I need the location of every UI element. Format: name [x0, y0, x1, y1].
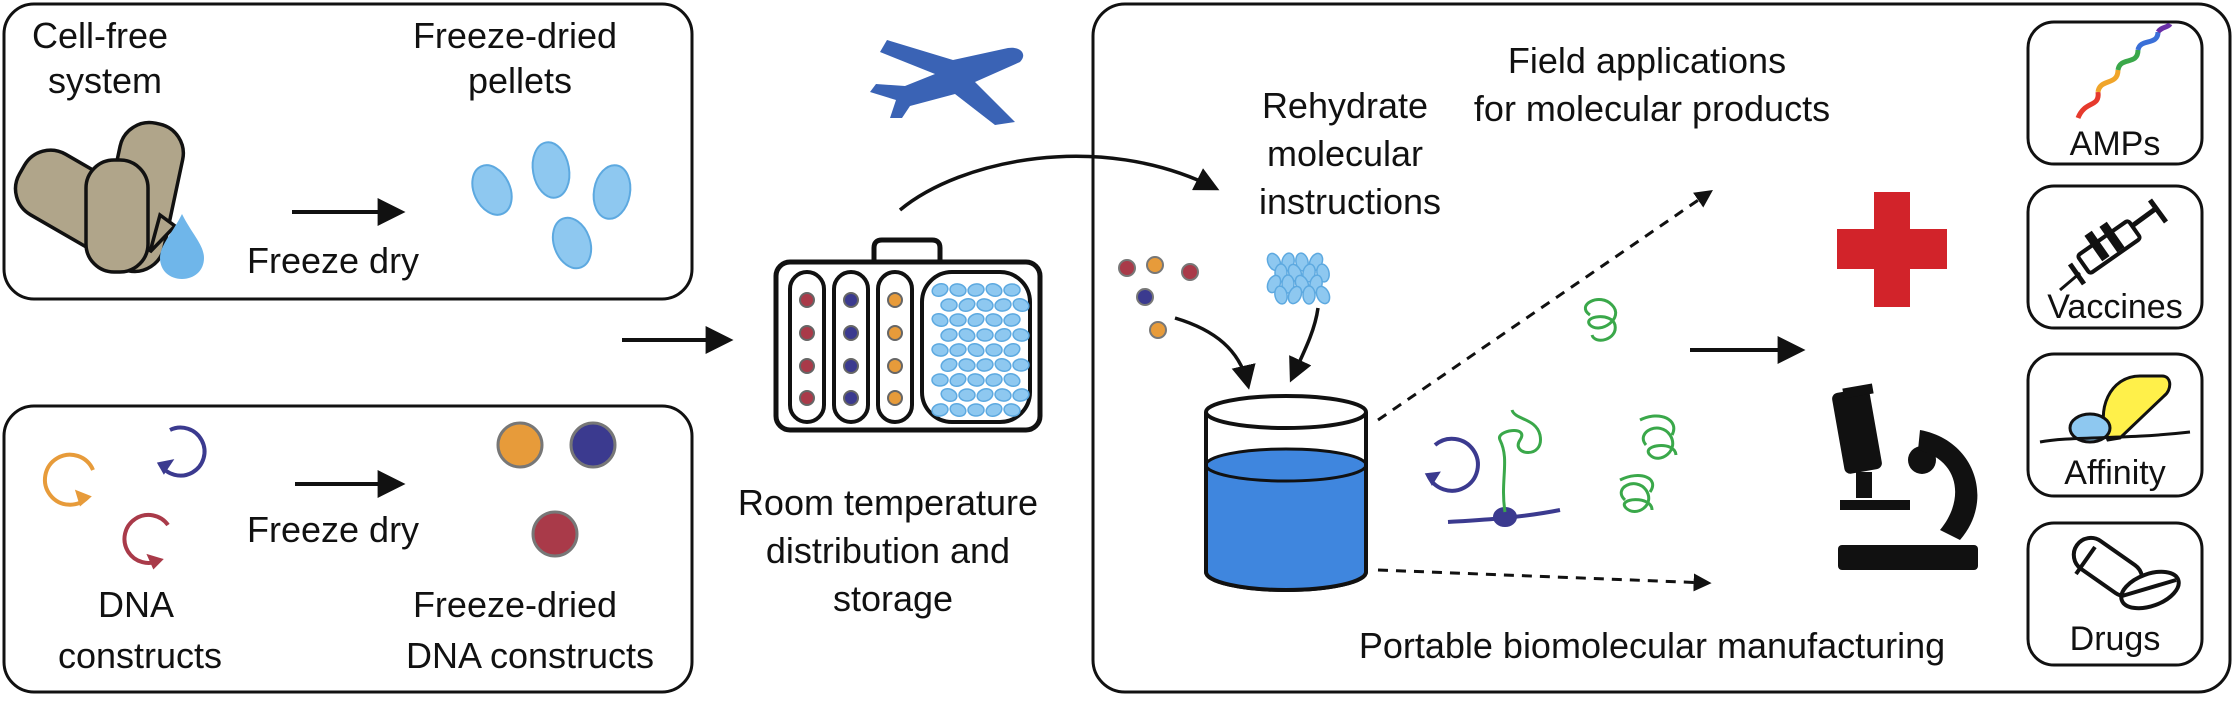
freeze-dried-dna-icon — [496, 421, 617, 558]
pellet — [1012, 388, 1030, 402]
dna-constructs-label: DNA constructs — [58, 584, 222, 676]
pellet — [949, 343, 967, 357]
rehydrate-label: Rehydrate molecular instructions — [1259, 85, 1441, 222]
pellet — [967, 403, 985, 417]
pellet — [1003, 342, 1021, 358]
application-drugs: Drugs — [2026, 521, 2204, 667]
pellet — [985, 282, 1003, 298]
application-affinity: Affinity — [2026, 352, 2204, 498]
pellet — [1003, 403, 1021, 417]
manufacturing-panel: Rehydrate molecular instructions Field a… — [1091, 2, 2232, 694]
pellet — [985, 402, 1003, 418]
plasmid-red-icon — [122, 512, 170, 570]
pellet — [940, 387, 958, 403]
application-label: Drugs — [2070, 620, 2161, 658]
pellet — [1012, 328, 1030, 342]
pellet — [985, 313, 1003, 327]
droplet-icon — [160, 214, 204, 279]
circular-dna-icon — [1424, 436, 1480, 493]
application-vaccines: Vaccines — [2026, 184, 2204, 330]
pellet — [940, 328, 958, 342]
application-label: Affinity — [2064, 454, 2165, 492]
freeze-dry-label: Freeze dry — [247, 240, 419, 281]
pellet — [994, 327, 1012, 343]
beaker-icon — [1204, 394, 1368, 592]
pellet — [949, 283, 967, 297]
storage-label: Room temperature distribution and storag… — [738, 482, 1048, 619]
pellet — [958, 327, 976, 343]
dashed-down-arrow — [1377, 568, 1712, 592]
pellet — [1302, 285, 1316, 305]
pellet — [931, 403, 949, 417]
portable-manufacturing-label: Portable biomolecular manufacturing — [1359, 625, 1945, 666]
pellet — [1315, 285, 1331, 305]
pellet — [931, 282, 949, 298]
dna-panel: DNA constructs Freeze dry Freeze-dried D… — [2, 404, 694, 694]
pellet — [949, 313, 967, 327]
pellet-cluster-icon — [1266, 252, 1331, 305]
protein-icon — [1583, 298, 1678, 513]
pellet — [1003, 372, 1021, 388]
pellet — [958, 297, 976, 313]
syringe-icon — [2059, 198, 2169, 292]
pellets-to-beaker-arrow — [1289, 307, 1320, 383]
pellet — [976, 387, 994, 403]
freeze-dry-dna-label: Freeze dry — [247, 509, 419, 550]
pellet — [931, 312, 949, 328]
plasmid-navy-icon — [156, 425, 207, 478]
pill-icon — [2071, 535, 2181, 611]
dots-to-beaker-arrow — [1174, 316, 1256, 390]
pellet — [976, 358, 994, 372]
pellet — [976, 298, 994, 312]
pellet — [994, 298, 1012, 312]
pellet — [1287, 285, 1303, 305]
pellet — [1003, 313, 1021, 327]
plasmid-orange-icon — [43, 452, 95, 507]
storage-case-icon — [773, 237, 1043, 433]
pellet — [967, 342, 985, 358]
cell-free-panel: Cell-free system Freeze-dried pellets Fr… — [2, 2, 694, 301]
pellet — [1012, 297, 1030, 313]
field-applications-label: Field applications for molecular product… — [1474, 40, 1830, 129]
pellet — [1003, 283, 1021, 297]
pellet — [949, 372, 967, 388]
dashed-up-arrow — [1377, 189, 1713, 422]
freeze-dried-pellets-label: Freeze-dried pellets — [413, 15, 627, 101]
application-amps: AMPs — [2026, 20, 2204, 166]
pellet — [967, 283, 985, 297]
pellets-icon — [471, 141, 632, 270]
pellet — [967, 312, 985, 328]
cell-free-label: Cell-free system — [32, 15, 178, 101]
cell-extract-icon — [13, 120, 186, 274]
pellet — [985, 343, 1003, 357]
pellet — [1274, 285, 1288, 305]
binding-icon — [2039, 374, 2191, 444]
pellet — [940, 357, 958, 373]
pellet — [994, 388, 1012, 402]
pellet — [931, 343, 949, 357]
ribosome-mrna-icon — [1447, 409, 1561, 527]
dna-dots-icon — [1118, 256, 1199, 339]
pellet — [967, 373, 985, 387]
freeze-dried-dna-label: Freeze-dried DNA constructs — [406, 584, 654, 676]
pellet — [931, 373, 949, 387]
pellet — [985, 373, 1003, 387]
helix-icon — [2075, 22, 2173, 120]
pellet — [958, 358, 976, 372]
application-label: Vaccines — [2047, 288, 2182, 326]
shipping-arrow — [898, 154, 1220, 212]
medical-cross-icon — [1837, 192, 1947, 307]
pellet — [958, 388, 976, 402]
pellet — [949, 402, 967, 418]
pellet — [994, 357, 1012, 373]
plane-icon — [870, 40, 1024, 125]
application-label: AMPs — [2070, 125, 2161, 163]
pellet — [1012, 358, 1030, 372]
pellet — [940, 298, 958, 312]
pellet — [976, 328, 994, 342]
microscope-icon — [1832, 383, 1978, 570]
